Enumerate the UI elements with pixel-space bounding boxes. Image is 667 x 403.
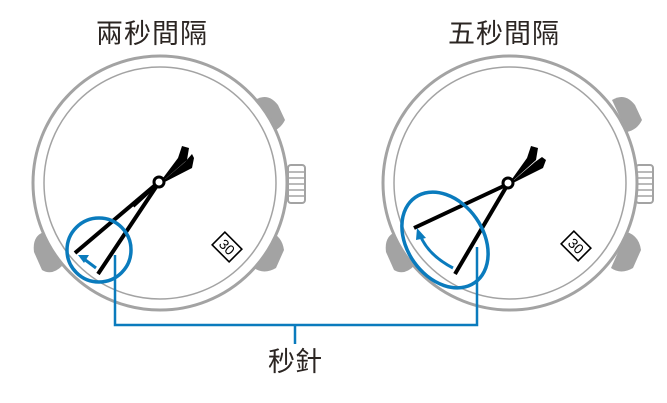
title-two-second-interval: 兩秒間隔 <box>96 19 208 50</box>
right-rotation-arrow-icon <box>416 228 454 270</box>
second-hand-label: 秒針 <box>268 347 322 378</box>
title-five-second-interval: 五秒間隔 <box>448 19 560 50</box>
right-watch-center-pin <box>501 176 515 190</box>
right-watch-dial <box>393 66 627 300</box>
right-watch-date-window: 30 <box>560 230 592 262</box>
right-highlight-ellipse <box>400 190 490 290</box>
left-watch: 30 <box>31 54 306 312</box>
left-highlight-circle <box>65 216 133 284</box>
right-watch: 30 <box>381 54 654 312</box>
left-watch-dial <box>43 66 277 300</box>
left-watch-crown <box>287 164 306 204</box>
right-watch-crown <box>635 164 654 204</box>
left-watch-date-window: 30 <box>211 231 243 263</box>
callout-leader-lines <box>113 247 479 344</box>
right-watch-pusher-top <box>612 96 642 132</box>
left-second-hand-1 <box>73 179 162 255</box>
left-watch-center-pin <box>152 175 166 189</box>
left-watch-pusher-left <box>33 232 62 273</box>
right-watch-hour-minute-hands <box>507 146 546 186</box>
left-rotation-arrow-icon <box>78 255 97 270</box>
right-second-hand-1 <box>413 182 509 230</box>
right-watch-pusher-bottom <box>611 232 641 272</box>
right-watch-pusher-left <box>385 232 414 273</box>
left-second-hand-2 <box>96 179 162 276</box>
